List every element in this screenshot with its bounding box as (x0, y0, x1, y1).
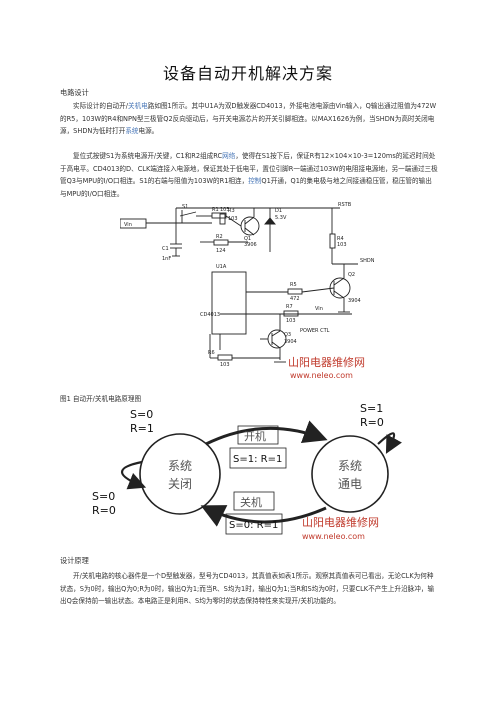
off-low-r: R=0 (92, 504, 116, 517)
para-text: 复位式按键S1为系统电源开/关键，C1和R2组成RC (73, 152, 223, 160)
label-r6: R6 (208, 350, 215, 356)
off-state-s: S=0 (130, 408, 153, 421)
watermark-chinese: 山阳电器维修网 (288, 355, 365, 369)
label-q2: Q2 (348, 272, 355, 278)
label-r7: R7 (286, 304, 293, 310)
state-off-circle (139, 433, 221, 515)
arrow-power-off (200, 505, 327, 527)
label-r6-value: 103 (220, 362, 230, 368)
paragraph-principle: 开/关机电路的核心器件是一个D型触发器，型号为CD4013，其真值表如表1所示。… (60, 572, 435, 606)
off-state-line1: 系统 (168, 459, 192, 473)
circuit-schematic: Vin R3 103 Q1 3906 D1 5.3V S1 R1 103 R4 … (120, 202, 375, 380)
inline-link[interactable]: 网络 (222, 152, 236, 160)
power-off-cond-box (225, 513, 283, 535)
label-cd4013: CD4013 (200, 312, 220, 318)
label-s1: S1 (182, 204, 188, 210)
vin-input-box (120, 218, 147, 229)
watermark-url: www.neleo.com (290, 371, 353, 380)
off-state-line2: 关闭 (168, 477, 192, 491)
label-r2-value: 124 (216, 248, 226, 254)
arrow-self-on (377, 432, 402, 454)
paragraph-reset-key: 复位式按键S1为系统电源开/关键，C1和R2组成RC网络，使得在S1按下后，保证… (60, 150, 438, 200)
off-low-s: S=0 (92, 490, 115, 503)
para-text: 电源。 (138, 127, 159, 136)
power-off-cond: S=0: R=1 (229, 520, 278, 531)
label-q1: Q1 (244, 236, 251, 242)
label-r5: R5 (290, 282, 297, 288)
label-c1-value: 1nF (162, 256, 171, 262)
arrow-self-off (120, 460, 147, 490)
label-r4: R4 (337, 236, 344, 242)
state-diagram: S=0 R=1 系统 关闭 S=0 R=0 S=1 R=0 系统 通电 开机 S… (92, 404, 402, 541)
para-text: ，使得在S1按下后，保证R有12×104×10-3=120ms的延迟时间处于高电… (60, 152, 438, 186)
label-vin: Vin (124, 222, 132, 228)
label-r3-value: 103 (228, 216, 238, 222)
section-heading-principle: 设计原理 (60, 556, 89, 565)
label-r5-value: 472 (290, 296, 300, 302)
label-r7-value: 103 (286, 318, 296, 324)
arrow-power-on (205, 420, 328, 446)
label-d1: D1 (275, 208, 282, 214)
watermark-url: www.neleo.com (302, 532, 365, 541)
label-q2-value: 3904 (348, 298, 361, 304)
label-q3-value: 3904 (284, 339, 297, 345)
paragraph-circuit-overview: 实际设计的自动开/关机电路如图1所示。其中U1A为双D触发器CD4013，外接电… (60, 100, 438, 138)
on-state-line2: 通电 (338, 477, 362, 491)
label-power-ctl: POWER CTL (300, 328, 330, 334)
off-state-r: R=1 (130, 422, 154, 435)
state-on-circle (311, 435, 389, 513)
on-state-s: S=1 (360, 404, 383, 415)
label-vin-2: Vin (315, 306, 323, 312)
on-state-r: R=0 (360, 416, 384, 429)
label-r1-value: 103 (220, 207, 230, 213)
para-text: 实际设计的自动开/ (73, 102, 128, 110)
u1a-chip (211, 271, 247, 335)
power-off-label-box (233, 491, 275, 511)
figure-caption: 图1 自动开/关机电路原理图 (60, 395, 142, 403)
label-r1: R1 (212, 207, 219, 213)
inline-link[interactable]: 控制 (248, 177, 262, 186)
power-off-label: 关机 (240, 495, 262, 509)
watermark-chinese: 山阳电器维修网 (302, 515, 379, 529)
label-rstb: RSTB (338, 202, 352, 208)
para-text: 路如图1所示。其中U1A为双D触发器CD4013，外接电池电源由Vin输入，Q输… (60, 102, 437, 136)
power-on-label-box (237, 425, 279, 445)
power-on-label: 开机 (244, 429, 266, 443)
on-state-line1: 系统 (338, 459, 362, 473)
para-text: Q1开通，Q1的集电极与地之间接通稳压管，稳压管的输出与MPU的I/O口相连。 (60, 177, 432, 198)
power-on-cond-box (229, 447, 287, 469)
label-r2: R2 (216, 234, 223, 240)
label-q3: Q3 (284, 332, 291, 338)
inline-link[interactable]: 关机电 (127, 102, 148, 110)
label-r3: R3 (228, 208, 235, 214)
label-u1a: U1A (216, 264, 227, 270)
power-on-cond: S=1: R=1 (233, 454, 282, 465)
section-heading-circuit: 电路设计 (60, 88, 89, 97)
page-title: 设备自动开机解决方案 (162, 64, 333, 83)
label-q1-value: 3906 (244, 242, 257, 248)
label-r4-value: 103 (337, 242, 347, 248)
label-shdn: SHDN (360, 258, 375, 264)
inline-link[interactable]: 系统 (125, 127, 139, 136)
label-c1: C1 (162, 246, 169, 252)
label-d1-value: 5.3V (275, 215, 287, 221)
